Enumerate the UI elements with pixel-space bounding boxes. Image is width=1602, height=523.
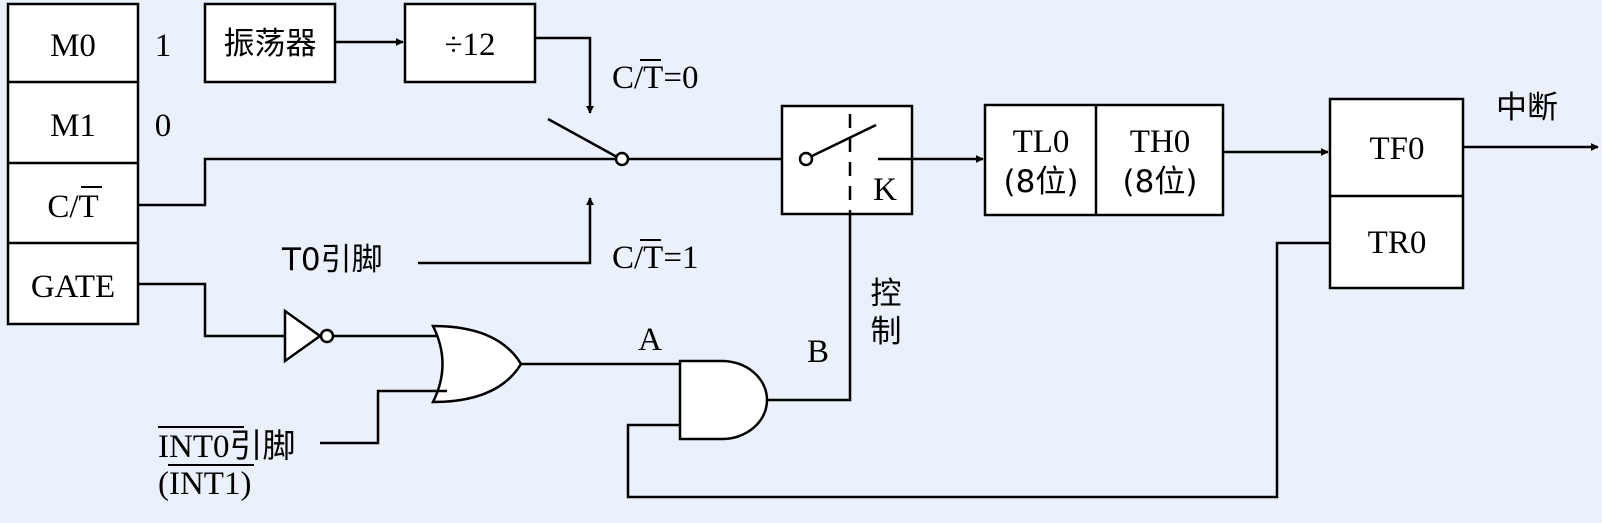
control-switch-k: K 控 制 <box>628 104 984 350</box>
control-label-1: 控 <box>871 276 902 312</box>
switch-pivot <box>614 151 630 167</box>
mode-register: M0 M1 C/T GATE 1 0 <box>6 2 172 326</box>
tl0-label: TL0 <box>1013 124 1070 160</box>
and-to-k-control-wire <box>767 214 852 402</box>
tr0-label: TR0 <box>1368 225 1427 261</box>
divider-label: ÷12 <box>444 27 495 63</box>
counter-register: TL0 (8位) TH0 (8位) <box>983 103 1329 217</box>
control-label-2: 制 <box>871 314 902 350</box>
gate-wire <box>138 282 285 338</box>
and-gate <box>678 359 769 441</box>
ct-select-switch: C/T=0 C/T=1 T0引脚 <box>138 59 698 278</box>
m0-value: 1 <box>155 28 172 64</box>
counter-frame <box>983 103 1225 217</box>
gate-logic: INT0引脚 (INT1) A B <box>138 214 1330 502</box>
node-b-label: B <box>807 334 829 370</box>
clock-source: 振荡器 ÷12 <box>203 2 594 114</box>
t0-pin-arrow <box>418 197 594 265</box>
int0-pin-label: INT0引脚 <box>158 428 295 465</box>
interrupt-label: 中断 <box>1496 90 1558 126</box>
divider-to-switch-arrow <box>535 36 594 114</box>
oscillator-box <box>203 2 337 84</box>
th0-bits: (8位) <box>1123 164 1198 200</box>
gate-label: GATE <box>31 269 115 305</box>
flags-frame <box>1328 97 1465 290</box>
oscillator-label: 振荡器 <box>224 26 317 62</box>
int1-label: (INT1) <box>158 466 251 502</box>
or-gate <box>430 324 523 404</box>
ct1-label: C/T=1 <box>612 240 698 276</box>
tl0-bits: (8位) <box>1004 164 1079 200</box>
node-a-label: A <box>638 322 662 358</box>
not-gate-bubble <box>319 328 335 344</box>
m1-label: M1 <box>50 108 96 144</box>
tcon-flags: TF0 TR0 中断 <box>1328 90 1599 290</box>
switch-blade <box>547 117 618 159</box>
tr0-feedback-wire <box>626 241 1330 499</box>
th0-label: TH0 <box>1130 124 1191 160</box>
ct-control-wire <box>138 157 617 207</box>
int0-to-or-wire <box>320 389 447 445</box>
k-switch-pivot <box>798 151 814 167</box>
k-switch-blade <box>811 123 877 158</box>
m1-value: 0 <box>155 108 172 144</box>
divider-box <box>403 2 537 84</box>
not-gate <box>283 308 323 364</box>
m0-label: M0 <box>50 28 96 64</box>
t0-pin-label: T0引脚 <box>281 242 383 278</box>
k-label: K <box>873 172 897 208</box>
ct-label: C/T <box>47 189 98 225</box>
ct0-label: C/T=0 <box>612 60 698 96</box>
tf0-label: TF0 <box>1369 131 1424 167</box>
